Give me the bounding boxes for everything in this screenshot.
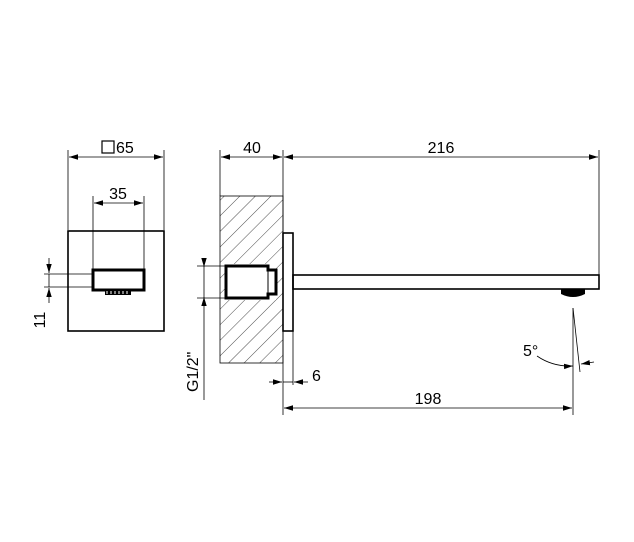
front-outlet-rect bbox=[91, 268, 146, 292]
dim-label-35: 35 bbox=[109, 186, 127, 203]
spout-body bbox=[292, 274, 600, 290]
dim-label-11: 11 bbox=[32, 312, 49, 329]
side-aerator bbox=[561, 289, 585, 294]
square-symbol-icon bbox=[101, 140, 115, 154]
front-view: 65 35 11 bbox=[32, 140, 165, 332]
dim-label-40: 40 bbox=[243, 140, 261, 157]
dim-label-angle: 5° bbox=[523, 343, 538, 360]
threaded-connector bbox=[224, 264, 278, 300]
front-aerator bbox=[105, 290, 131, 295]
dim-label-198: 198 bbox=[415, 391, 442, 408]
dim-label-216: 216 bbox=[428, 140, 455, 157]
dim-label-thread: G1/2" bbox=[185, 352, 202, 392]
dim-label-65: 65 bbox=[116, 140, 134, 157]
dim-label-6: 6 bbox=[312, 368, 321, 385]
wall-plate bbox=[282, 232, 294, 332]
front-plate-square bbox=[67, 230, 165, 332]
side-view: 40 216 G1/2" 6 198 5° bbox=[185, 140, 600, 415]
